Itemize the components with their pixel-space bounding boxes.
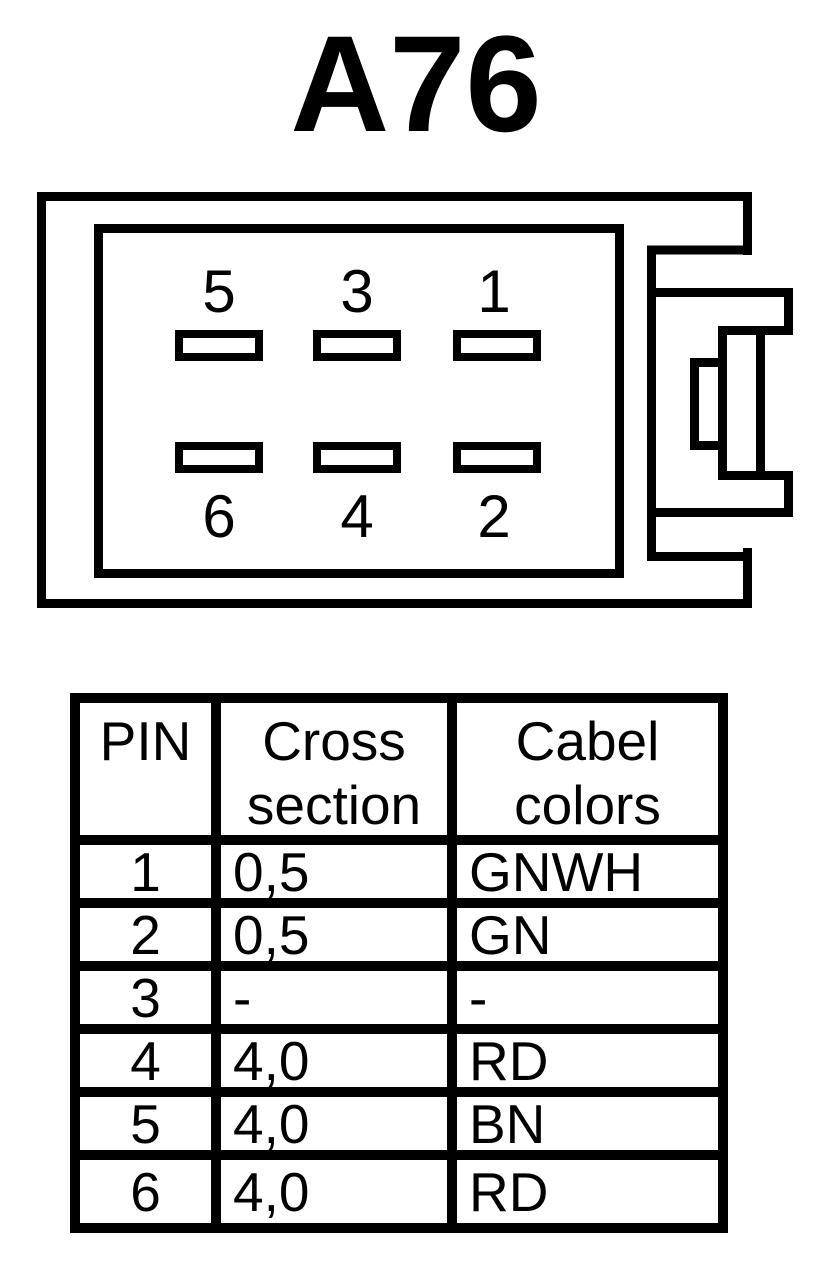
table-cell-cross-section: 4,0 <box>221 1034 457 1097</box>
pin-label-6: 6 <box>202 483 235 550</box>
table-cell-pin: 2 <box>80 908 221 971</box>
table-cell-cabel-color: - <box>457 971 718 1034</box>
table-cell-cabel-color: BN <box>457 1097 718 1160</box>
table-cell-cross-section: - <box>221 971 457 1034</box>
table-header-cross-section: Cross section <box>221 703 457 845</box>
pin-slot-1 <box>453 330 541 361</box>
connector-inner-housing <box>94 224 624 578</box>
table-cell-pin: 5 <box>80 1097 221 1160</box>
pin-slots-bottom <box>175 442 541 473</box>
connector-outer-housing <box>37 192 752 608</box>
table-cell-cabel-color: RD <box>469 1160 549 1223</box>
table-cell-pin: 6 <box>80 1160 221 1223</box>
table-header-pin: PIN <box>80 703 221 845</box>
pin-label-5: 5 <box>202 258 235 325</box>
table-cell-pin: 1 <box>80 845 221 908</box>
table-cell-cabel-color: GNWH <box>457 845 718 908</box>
pin-slot-3 <box>313 330 401 361</box>
connector-latch-profile <box>647 245 793 561</box>
pin-slot-5 <box>175 330 263 361</box>
table-cell-pin: 4 <box>80 1034 221 1097</box>
table-header-cabel-colors: Cabel colors <box>457 703 718 845</box>
pin-slot-2 <box>453 442 541 473</box>
pin-slot-6 <box>175 442 263 473</box>
pin-table: PIN Cross section Cabel colors 1 0,5 GNW… <box>70 693 728 1233</box>
table-cell-cross-section: 0,5 <box>221 908 457 971</box>
table-cell-cross-section: 4,0 <box>221 1097 457 1160</box>
pin-label-4: 4 <box>340 483 373 550</box>
page-title: A76 <box>290 8 542 161</box>
table-cell-cross-section: 0,5 <box>221 845 457 908</box>
latch-key-rect <box>690 358 727 450</box>
table-cell-cabel-color: GN <box>457 908 718 971</box>
pin-label-2: 2 <box>477 483 510 550</box>
table-cell-cross-section: 4,0 <box>221 1160 457 1223</box>
pin-slot-4 <box>313 442 401 473</box>
pin-label-3: 3 <box>340 258 373 325</box>
table-cell-cabel-color: RD <box>457 1034 718 1097</box>
table-cell-pin: 3 <box>80 971 221 1034</box>
pin-slots-top <box>175 330 541 361</box>
pin-label-1: 1 <box>477 258 510 325</box>
